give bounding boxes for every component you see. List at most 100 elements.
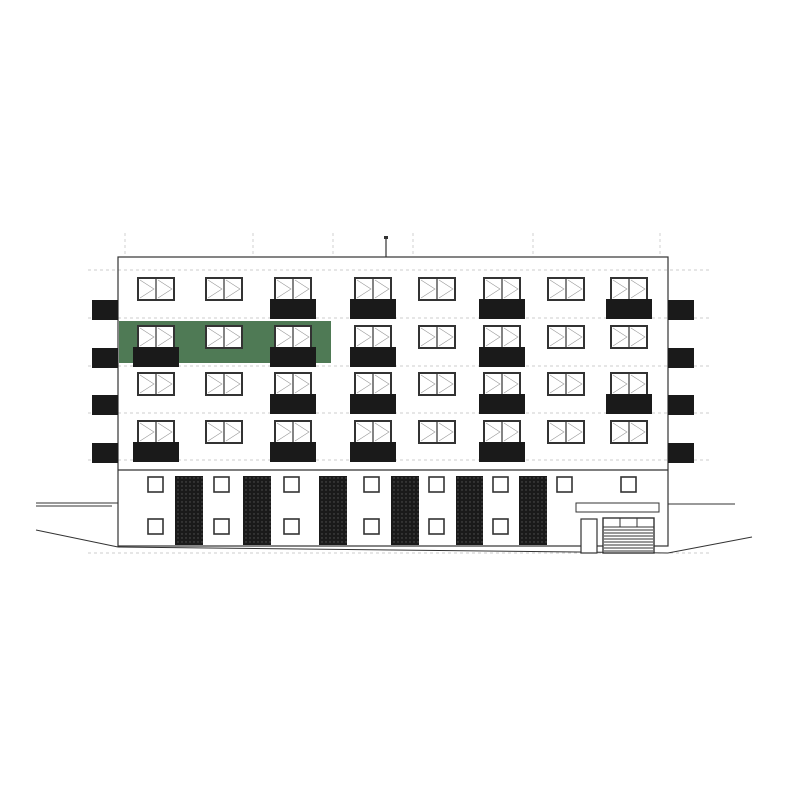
window-opening-mark — [139, 422, 173, 442]
window — [354, 277, 392, 301]
window — [205, 277, 243, 301]
side-balcony-right — [668, 443, 694, 463]
window — [547, 420, 585, 444]
window — [547, 277, 585, 301]
window-opening-mark — [139, 327, 173, 347]
window-opening-mark — [139, 279, 173, 299]
ground-line — [117, 546, 669, 554]
window-opening-mark — [356, 279, 390, 299]
balcony — [270, 442, 316, 462]
window — [137, 372, 175, 396]
balcony — [350, 347, 396, 367]
side-balcony-left — [92, 300, 118, 320]
window-opening-mark — [612, 279, 646, 299]
window — [205, 372, 243, 396]
window-opening-mark — [420, 327, 454, 347]
ground-window-upper — [213, 476, 230, 493]
balcony — [479, 394, 525, 414]
window-opening-mark — [139, 374, 173, 394]
window-opening-mark — [485, 422, 519, 442]
window-opening-mark — [276, 374, 310, 394]
window-opening-mark — [549, 374, 583, 394]
window — [137, 277, 175, 301]
window-opening-mark — [207, 327, 241, 347]
window-opening-mark — [549, 279, 583, 299]
side-balcony-right — [668, 300, 694, 320]
window — [547, 372, 585, 396]
balcony — [133, 347, 179, 367]
window-opening-mark — [276, 327, 310, 347]
window — [274, 420, 312, 444]
window-opening-mark — [420, 279, 454, 299]
window — [418, 325, 456, 349]
window-opening-mark — [485, 327, 519, 347]
terrain-line — [35, 529, 119, 548]
window-opening-mark — [207, 422, 241, 442]
upper-windows — [137, 277, 648, 444]
ground-window-upper — [556, 476, 573, 493]
window — [354, 420, 392, 444]
side-balcony-left — [92, 348, 118, 368]
window — [483, 277, 521, 301]
window — [137, 325, 175, 349]
ground-window-upper — [492, 476, 509, 493]
window-opening-mark — [276, 279, 310, 299]
side-balcony-left — [92, 443, 118, 463]
window — [610, 325, 648, 349]
balcony — [133, 442, 179, 462]
balconies — [92, 299, 694, 463]
balcony — [606, 394, 652, 414]
window-opening-mark — [356, 374, 390, 394]
window-opening-mark — [485, 279, 519, 299]
window-opening-mark — [207, 279, 241, 299]
ground-floor — [147, 476, 660, 554]
window-opening-mark — [207, 374, 241, 394]
balcony — [479, 442, 525, 462]
ground-panel — [391, 476, 419, 545]
window — [547, 325, 585, 349]
window-opening-mark — [612, 422, 646, 442]
window — [483, 372, 521, 396]
ground-panel — [175, 476, 203, 545]
balcony — [350, 394, 396, 414]
balcony — [350, 299, 396, 319]
garage-canopy — [575, 502, 660, 513]
terrain-line — [667, 536, 753, 554]
ground-window-upper — [620, 476, 637, 493]
window — [610, 420, 648, 444]
window — [418, 420, 456, 444]
side-balcony-right — [668, 348, 694, 368]
ground-window-upper — [363, 476, 380, 493]
window-opening-mark — [356, 422, 390, 442]
balcony — [479, 347, 525, 367]
ground-panel — [519, 476, 547, 545]
balcony — [350, 442, 396, 462]
ground-window-lower — [363, 518, 380, 535]
ground-window-upper — [283, 476, 300, 493]
window — [274, 277, 312, 301]
window — [137, 420, 175, 444]
window-opening-mark — [420, 374, 454, 394]
window-opening-mark — [549, 327, 583, 347]
ground-window-upper — [428, 476, 445, 493]
window-opening-mark — [612, 374, 646, 394]
window — [354, 372, 392, 396]
roof-antenna-top — [384, 236, 388, 239]
terrain — [35, 502, 753, 554]
window-opening-mark — [356, 327, 390, 347]
garage-side-door — [580, 518, 598, 554]
window — [610, 372, 648, 396]
ground-window-upper — [147, 476, 164, 493]
side-balcony-left — [92, 395, 118, 415]
window — [205, 325, 243, 349]
window-opening-mark — [485, 374, 519, 394]
window — [274, 325, 312, 349]
balcony — [270, 347, 316, 367]
ground-window-lower — [428, 518, 445, 535]
window — [483, 420, 521, 444]
ground-panel — [243, 476, 271, 545]
balcony — [270, 299, 316, 319]
side-balcony-right — [668, 395, 694, 415]
